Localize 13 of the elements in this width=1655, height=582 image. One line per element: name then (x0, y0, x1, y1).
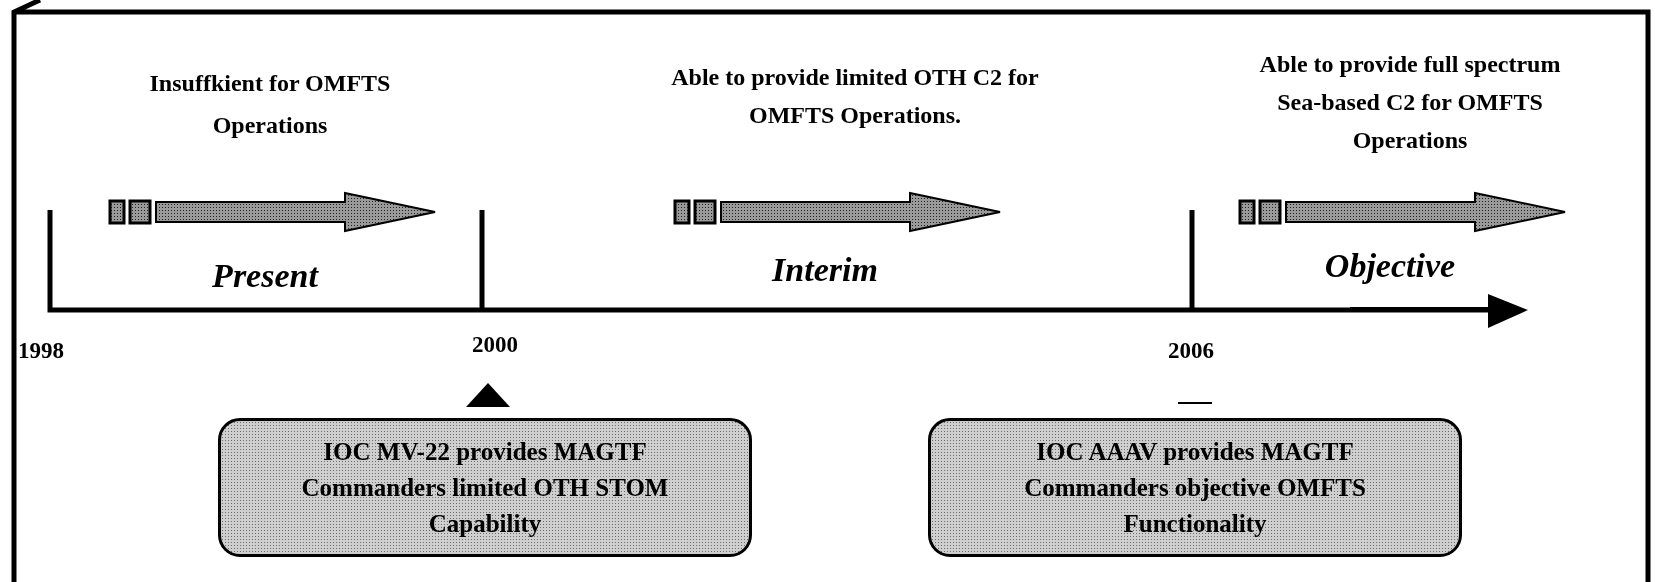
milestone-text: IOC AAAV provides MAGTF Commanders objective OMFTS Functionality (1023, 436, 1367, 539)
phase-name: Present (211, 256, 320, 296)
milestone-box (218, 418, 752, 557)
milestone-text: IOC MV-22 provides MAGTF Commanders limited OTH STOM Capability (300, 436, 670, 539)
phase-name: Interim (770, 250, 879, 290)
phase-statement: Insuffkient for OMFTS Operations (148, 69, 392, 140)
milestone-box (928, 418, 1462, 557)
year-label: 1998 (18, 337, 64, 365)
year-label: 2000 (472, 331, 518, 359)
phase-statement: Able to provide limited OTH C2 for OMFTS Operations. (670, 63, 1040, 130)
year-label: 2006 (1168, 337, 1214, 365)
phase-statement: Able to provide full spectrum Sea-based C2 for OMFTS Operations (1258, 50, 1562, 155)
phase-name: Objective (1323, 246, 1457, 286)
